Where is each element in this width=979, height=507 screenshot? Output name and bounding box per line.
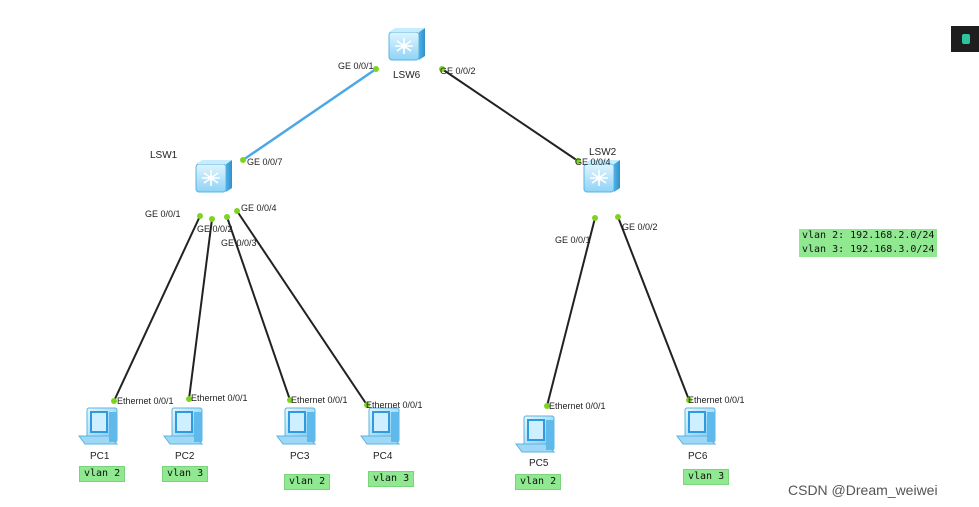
link-lsw1-pc3	[226, 216, 291, 401]
port-label: Ethernet 0/0/1	[366, 400, 423, 410]
subnet-note: vlan 2: 192.168.2.0/24	[799, 229, 938, 243]
vlan-tag: vlan 3	[162, 466, 209, 482]
port-dot	[234, 208, 240, 214]
port-label: GE 0/0/4	[575, 157, 611, 167]
link-lsw6-lsw1	[242, 67, 377, 162]
port-label: GE 0/0/7	[247, 157, 283, 167]
link-lsw1-pc2	[188, 218, 213, 400]
port-label: GE 0/0/2	[622, 222, 658, 232]
links	[113, 67, 690, 407]
port-dot	[615, 214, 621, 220]
vlan-tag: vlan 2	[284, 474, 331, 490]
port-dot	[287, 397, 293, 403]
switch-icon[interactable]	[388, 27, 426, 61]
port-dot	[111, 398, 117, 404]
device-name-lsw1: LSW1	[150, 150, 178, 161]
link-lsw2-pc6	[617, 216, 690, 401]
device-name-pc4: PC4	[373, 451, 393, 462]
link-lsw2-pc5	[546, 217, 596, 407]
port-label: GE 0/0/3	[221, 238, 257, 248]
switch-icon[interactable]	[195, 159, 233, 193]
port-dot	[364, 402, 370, 408]
pc-icon[interactable]	[276, 407, 316, 445]
port-label: Ethernet 0/0/1	[291, 395, 348, 405]
pc-icon[interactable]	[676, 407, 716, 445]
link-lsw1-pc1	[113, 215, 201, 402]
port-dot	[592, 215, 598, 221]
pc-icon[interactable]	[515, 415, 555, 453]
device-name-lsw2: LSW2	[589, 147, 617, 158]
port-label: GE 0/0/1	[338, 61, 374, 71]
port-dot	[186, 396, 192, 402]
port-dot	[209, 216, 215, 222]
device-name-pc2: PC2	[175, 451, 195, 462]
device-name-pc3: PC3	[290, 451, 310, 462]
port-dot	[544, 403, 550, 409]
device-name-pc1: PC1	[90, 451, 110, 462]
port-label: GE 0/0/4	[241, 203, 277, 213]
port-dot	[197, 213, 203, 219]
port-dots	[111, 66, 692, 409]
port-label: GE 0/0/1	[145, 209, 181, 219]
pc-icon[interactable]	[78, 407, 118, 445]
device-name-lsw6: LSW6	[393, 70, 421, 81]
vlan-tag: vlan 3	[368, 471, 415, 487]
device-name-pc6: PC6	[688, 451, 708, 462]
port-label: Ethernet 0/0/1	[549, 401, 606, 411]
port-label: GE 0/0/1	[555, 235, 591, 245]
link-lsw1-pc4	[236, 210, 368, 406]
watermark: CSDN @Dream_weiwei	[788, 482, 938, 498]
port-dot	[686, 397, 692, 403]
port-dot	[439, 66, 445, 72]
pc-icon[interactable]	[360, 407, 400, 445]
port-label: Ethernet 0/0/1	[688, 395, 745, 405]
app-icon	[962, 34, 970, 44]
pc-icon[interactable]	[163, 407, 203, 445]
device-name-pc5: PC5	[529, 458, 549, 469]
port-dot	[575, 158, 581, 164]
port-dot	[373, 66, 379, 72]
subnet-note: vlan 3: 192.168.3.0/24	[799, 243, 938, 257]
port-dot	[224, 214, 230, 220]
port-dot	[240, 157, 246, 163]
vlan-tag: vlan 2	[515, 474, 562, 490]
corner-widget[interactable]	[951, 26, 979, 52]
port-label: Ethernet 0/0/1	[117, 396, 174, 406]
vlan-tag: vlan 3	[683, 469, 730, 485]
link-lsw6-lsw2	[441, 68, 579, 162]
port-label: Ethernet 0/0/1	[191, 393, 248, 403]
port-label: GE 0/0/2	[440, 66, 476, 76]
vlan-tag: vlan 2	[79, 466, 126, 482]
port-label: GE 0/0/2	[197, 224, 233, 234]
